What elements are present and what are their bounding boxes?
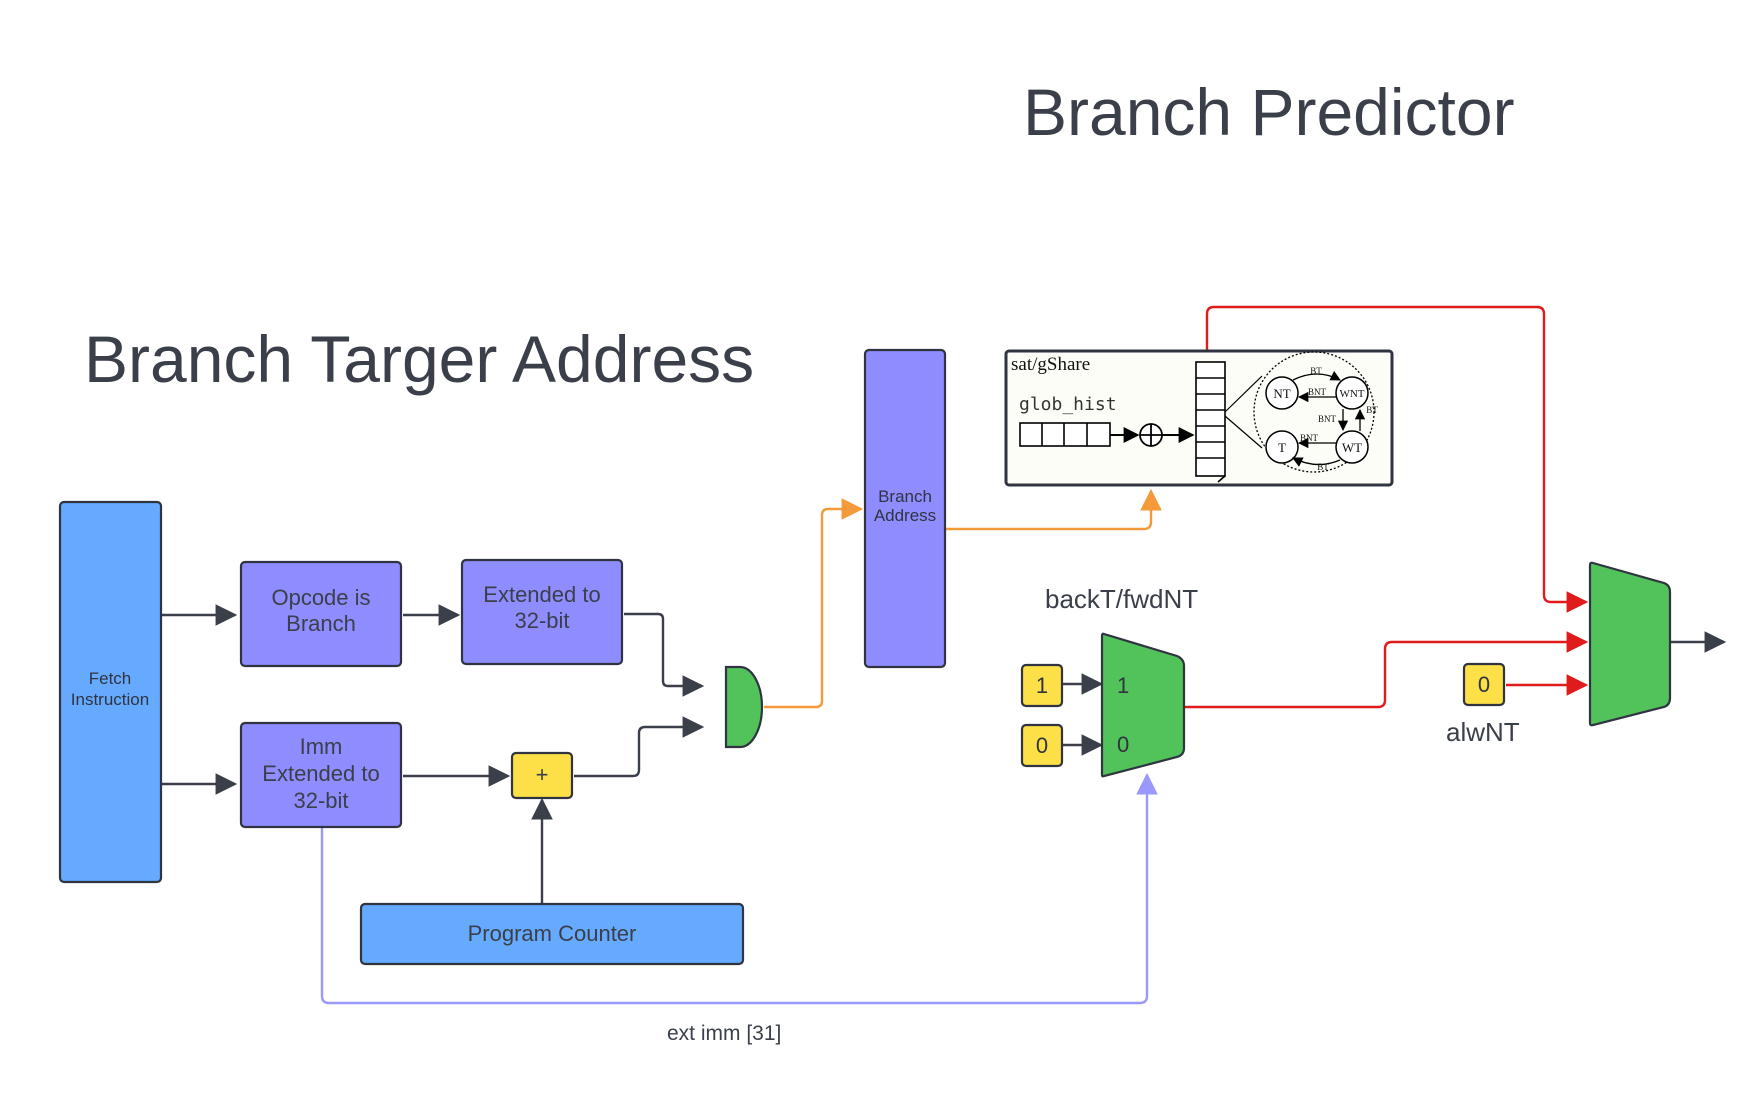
svg-text:0: 0 <box>1036 733 1048 758</box>
svg-text:T: T <box>1278 440 1286 455</box>
opcode-label-line1: Opcode is <box>271 585 370 610</box>
svg-text:WNT: WNT <box>1339 388 1364 400</box>
gshare-predictor[interactable]: sat/gShare glob_hist <box>1004 349 1394 487</box>
const-1-block[interactable]: 1 <box>1020 663 1064 708</box>
mux-input-1-label: 1 <box>1117 673 1129 698</box>
adder-label: + <box>536 762 549 787</box>
and-gate[interactable] <box>724 665 764 749</box>
svg-text:1: 1 <box>1036 673 1048 698</box>
wires <box>162 305 1727 1005</box>
program-counter-label: Program Counter <box>468 921 637 946</box>
adder-block[interactable]: + <box>510 751 574 800</box>
wire-backt-mux-to-final-mux <box>1185 631 1589 709</box>
fetch-instruction-block[interactable]: Fetch Instruction <box>58 500 163 884</box>
imm-extended-block[interactable]: Imm Extended to 32-bit <box>239 721 403 829</box>
branch-address-label-line2: Address <box>874 506 936 525</box>
counter-table <box>1195 361 1226 483</box>
backt-fwdnt-mux[interactable]: 1 0 <box>1100 632 1186 778</box>
branch-target-title: Branch Targer Address <box>84 322 754 396</box>
extended-label-line2: 32-bit <box>514 608 569 633</box>
svg-text:0: 0 <box>1478 672 1490 697</box>
opcode-label-line2: Branch <box>286 611 356 636</box>
imm-label-line3: 32-bit <box>293 788 348 813</box>
branch-address-block[interactable]: Branch Address <box>863 348 947 669</box>
wire-adder-to-and <box>574 716 705 778</box>
svg-text:BT: BT <box>1317 462 1329 472</box>
svg-text:BNT: BNT <box>1300 433 1319 443</box>
fsm-transitions <box>1292 371 1366 467</box>
fsm-dotted-circle <box>1253 351 1375 473</box>
ext-imm-label: ext imm [31] <box>667 1022 781 1045</box>
opcode-is-branch-block[interactable]: Opcode is Branch <box>239 560 403 668</box>
state-wnt: WNT <box>1335 376 1369 410</box>
fsm-edge-labels: BT BNT BT BNT BNT BT <box>1300 366 1378 472</box>
state-nt: NT <box>1265 376 1299 410</box>
backt-fwdnt-label: backT/fwdNT <box>1045 584 1198 614</box>
state-wt: WT <box>1335 430 1369 464</box>
svg-text:BT: BT <box>1366 405 1378 415</box>
svg-text:BNT: BNT <box>1318 414 1337 424</box>
glob-hist-register <box>1019 422 1111 447</box>
svg-text:NT: NT <box>1273 386 1290 401</box>
gshare-label: sat/gShare <box>1011 354 1090 375</box>
extended-label-line1: Extended to <box>483 582 600 607</box>
const-0-block[interactable]: 0 <box>1020 723 1064 768</box>
alwnt-label: alwNT <box>1446 717 1520 747</box>
fetch-label-line2: Instruction <box>71 690 149 709</box>
extended-to-32bit-block[interactable]: Extended to 32-bit <box>460 558 624 666</box>
zoom-lines <box>1224 375 1263 449</box>
glob-hist-label: glob_hist <box>1019 394 1117 415</box>
branch-address-label-line1: Branch <box>878 487 932 506</box>
wire-branch-address-to-xor <box>945 488 1162 531</box>
wire-and-to-branch-address <box>764 498 864 709</box>
xor-symbol <box>1139 423 1163 447</box>
imm-label-line1: Imm <box>300 734 343 759</box>
wire-gshare-to-final-mux <box>1205 305 1589 613</box>
svg-text:BNT: BNT <box>1308 387 1327 397</box>
program-counter-block[interactable]: Program Counter <box>359 902 745 966</box>
final-predictor-mux[interactable] <box>1588 561 1672 727</box>
wire-extended-to-and <box>624 612 705 697</box>
svg-text:BT: BT <box>1310 366 1322 376</box>
imm-label-line2: Extended to <box>262 761 379 786</box>
wire-ext-imm-select <box>320 772 1158 1005</box>
fetch-label-line1: Fetch <box>89 669 132 688</box>
mux-input-0-label: 0 <box>1117 732 1129 757</box>
alwnt-const-block[interactable]: 0 <box>1462 662 1506 707</box>
svg-text:WT: WT <box>1342 440 1362 455</box>
branch-predictor-title: Branch Predictor <box>1023 75 1515 149</box>
